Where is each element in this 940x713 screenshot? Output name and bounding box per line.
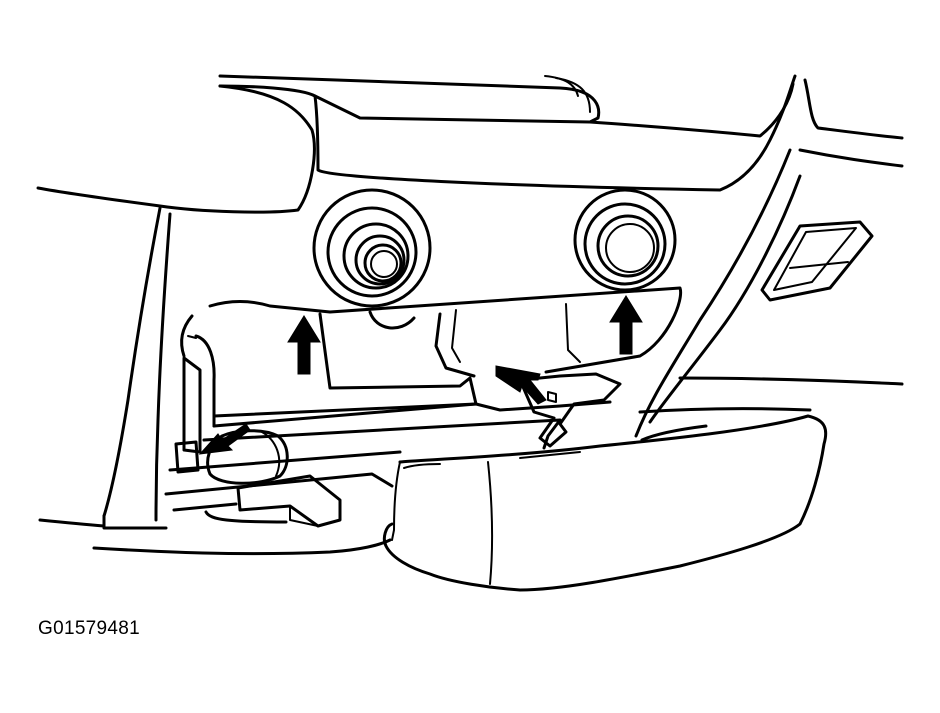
glove-box-door: [382, 414, 828, 592]
dashboard-upper-panel: [36, 74, 904, 214]
console-side-panel: [634, 148, 904, 438]
side-vent-grille: [760, 220, 874, 302]
arrow-diagonal-left: [198, 423, 251, 455]
left-trim-panel: [38, 206, 392, 556]
arrow-up-left: [287, 315, 321, 375]
left-vent-knob: [312, 188, 432, 308]
latch-bracket: [518, 372, 622, 448]
right-vent-knob: [573, 188, 677, 292]
glove-box-frame: [180, 286, 683, 454]
arrow-diagonal-right: [495, 365, 547, 405]
stop-tab: [204, 474, 342, 528]
arrow-up-right: [609, 295, 643, 355]
damper-cylinder: [174, 429, 289, 485]
figure-code-label: G01579481: [38, 618, 141, 639]
